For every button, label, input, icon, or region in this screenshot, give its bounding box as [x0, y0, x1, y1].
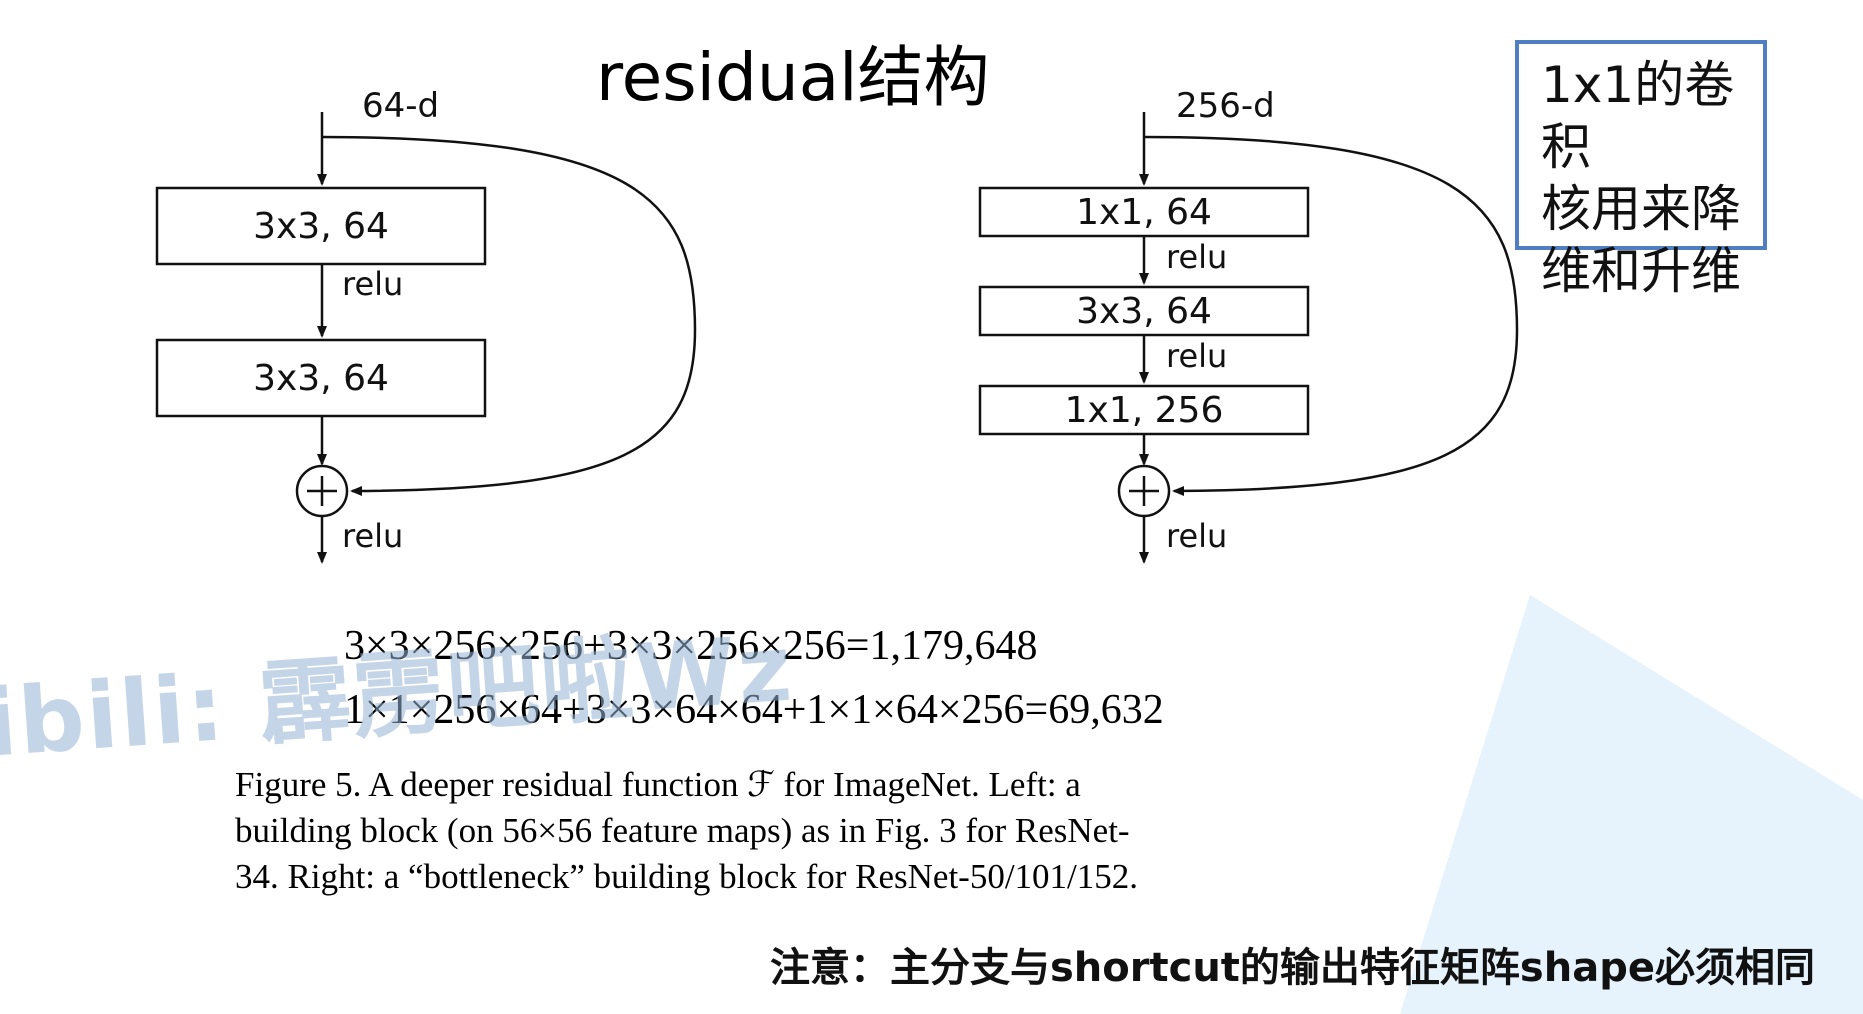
left-shortcut-connection [321, 135, 697, 496]
figure-caption: Figure 5. A deeper residual function ℱ f… [235, 762, 1235, 900]
bottom-note: 注意：主分支与shortcut的输出特征矩阵shape必须相同 [770, 945, 1815, 991]
note-line-3: 维和升维 [1541, 242, 1741, 300]
right-relu-label-3: relu [1166, 517, 1227, 555]
right-input-label: 256-d [1176, 86, 1275, 126]
right-bottleneck-block: 256-d 1x1, 64 relu 3x3, 64 relu 1x1, 256… [978, 86, 1519, 564]
formula-line-1: 3×3×256×256+3×3×256×256=1,179,648 [344, 623, 1038, 669]
right-layer-box-1 [978, 186, 1310, 238]
left-layer-box-2 [155, 338, 487, 418]
right-layer-label-2: 3x3, 64 [1076, 291, 1212, 332]
note-line-1: 1x1的卷积 [1541, 56, 1735, 176]
left-layer-label-2: 3x3, 64 [253, 358, 389, 399]
left-building-block: 64-d 3x3, 64 relu 3x3, 64 relu [155, 86, 697, 564]
right-relu-label-2: relu [1166, 337, 1227, 375]
note-line-2: 核用来降 [1541, 180, 1741, 238]
left-relu-label-2: relu [342, 517, 403, 555]
right-relu-label-1: relu [1166, 238, 1227, 276]
page-title: residual结构 [596, 39, 990, 116]
caption-line-3: 34. Right: a “bottleneck” building block… [235, 857, 1139, 896]
formula-line-2: 1×1×256×64+3×3×64×64+1×1×64×256=69,632 [344, 687, 1164, 733]
right-layer-box-3 [978, 384, 1310, 436]
caption-line-1: Figure 5. A deeper residual function ℱ f… [235, 765, 1081, 804]
right-shortcut-connection [1143, 135, 1519, 496]
left-layer-label-1: 3x3, 64 [253, 206, 389, 247]
left-input-label: 64-d [362, 86, 439, 126]
right-layer-label-1: 1x1, 64 [1076, 192, 1212, 233]
left-relu-label-1: relu [342, 265, 403, 303]
caption-line-2: building block (on 56×56 feature maps) a… [235, 811, 1130, 850]
note-box: 1x1的卷积 核用来降 维和升维 [1515, 40, 1767, 300]
right-layer-label-3: 1x1, 256 [1065, 390, 1224, 431]
